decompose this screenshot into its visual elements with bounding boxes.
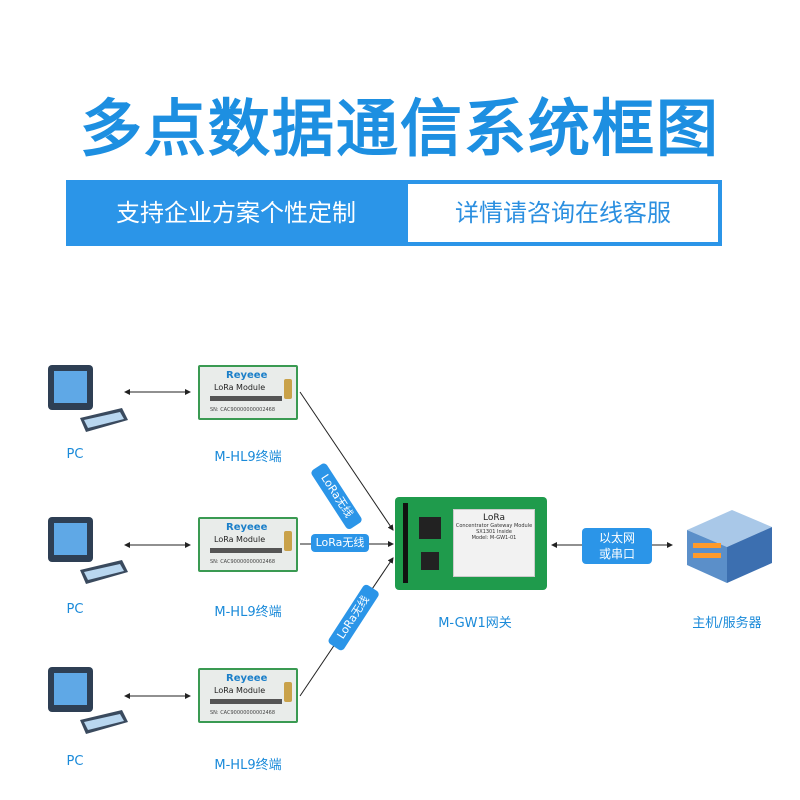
pc-icon [48, 517, 128, 584]
antenna-connector [284, 531, 292, 551]
chip [421, 552, 439, 570]
module-barcode [210, 699, 282, 704]
gateway-chip: SX1301 Inside [476, 529, 512, 535]
lora-module: Reyeee LoRa Module SN: CAC90000000002468 [198, 365, 298, 420]
gateway-label-sticker: LoRa Concentrator Gateway Module SX1301 … [453, 509, 535, 577]
gateway-label: M-GW1网关 [438, 616, 512, 631]
antenna-connector [284, 682, 292, 702]
chip [419, 517, 441, 539]
gateway-board: LoRa Concentrator Gateway Module SX1301 … [395, 497, 547, 590]
wired-line-1: 以太网 [598, 531, 635, 545]
gateway-subtitle: Concentrator Gateway Module [455, 523, 533, 529]
banner-customization-text: 支持企业方案个性定制 [116, 199, 356, 227]
module-barcode [210, 396, 282, 401]
module-barcode [210, 548, 282, 553]
wireless-tag: LoRa无线 [311, 534, 369, 552]
banner: 支持企业方案个性定制 详情请咨询在线客服 [66, 180, 722, 246]
terminal-label: M-HL9终端 [214, 605, 282, 620]
module-serial: SN: CAC90000000002468 [210, 710, 276, 716]
module-serial: SN: CAC90000000002468 [210, 407, 276, 413]
gateway-model: Model: M-GW1-01 [471, 535, 517, 541]
server-icon [687, 510, 772, 583]
page-title: 多点数据通信系统框图 [79, 92, 720, 165]
gateway-title: LoRa [483, 513, 505, 523]
lora-module: Reyeee LoRa Module SN: CAC90000000002468 [198, 668, 298, 723]
module-name: LoRa Module [214, 535, 266, 544]
ethernet-serial-box: 以太网 或串口 [582, 528, 652, 564]
pc-label: PC [66, 754, 84, 769]
antenna-connector [284, 379, 292, 399]
pc-label: PC [66, 602, 84, 617]
terminal-label: M-HL9终端 [214, 758, 282, 773]
wired-line-2: 或串口 [598, 547, 635, 561]
module-brand: Reyeee [226, 522, 268, 533]
pin-header [403, 503, 408, 583]
banner-contact-text: 详情请咨询在线客服 [408, 184, 718, 242]
pc-icon [48, 667, 128, 734]
wireless-link-1 [299, 391, 394, 531]
pc-icon [48, 365, 128, 432]
server-label: 主机/服务器 [692, 616, 762, 631]
module-brand: Reyeee [226, 370, 268, 381]
pc-label: PC [66, 447, 84, 462]
module-brand: Reyeee [226, 673, 268, 684]
module-name: LoRa Module [214, 383, 266, 392]
module-name: LoRa Module [214, 686, 266, 695]
terminal-label: M-HL9终端 [214, 450, 282, 465]
lora-module: Reyeee LoRa Module SN: CAC90000000002468 [198, 517, 298, 572]
module-serial: SN: CAC90000000002468 [210, 559, 276, 565]
